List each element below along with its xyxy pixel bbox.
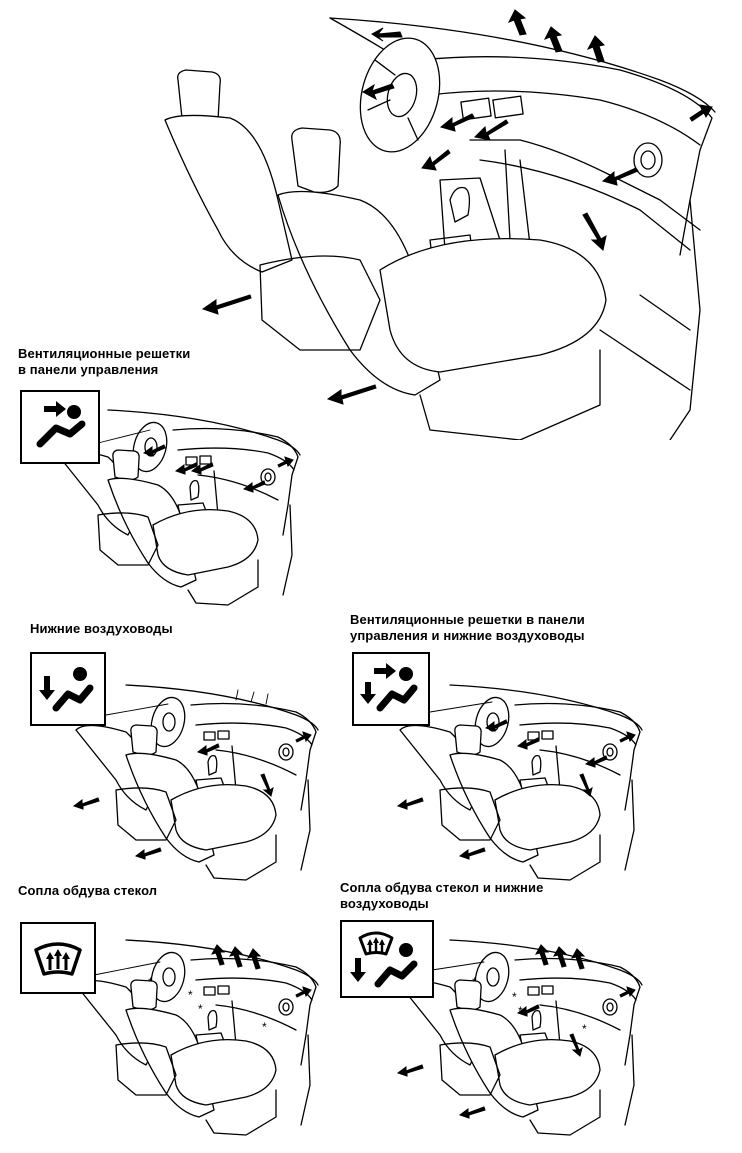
- face-vent-caption: Вентиляционные решетки в панели управлен…: [18, 346, 191, 377]
- asterisk-marker: *: [198, 1002, 203, 1016]
- asterisk-marker: *: [512, 990, 517, 1004]
- asterisk-marker: *: [582, 1022, 587, 1036]
- defrost-mode-icon: [20, 922, 96, 994]
- bilevel-vent-mode-icon: [352, 652, 430, 726]
- defrost-foot-mode-icon: [340, 920, 434, 998]
- bilevel-vent-caption: Вентиляционные решетки в панели управлен…: [350, 612, 585, 643]
- asterisk-marker: *: [262, 1020, 267, 1034]
- defrost-caption: Сопла обдува стекол: [18, 883, 158, 898]
- defrost-foot-caption: Сопла обдува стекол и нижние воздуховоды: [340, 880, 544, 911]
- foot-vent-caption: Нижние воздуховоды: [30, 621, 173, 636]
- asterisk-marker: *: [148, 975, 153, 989]
- asterisk-marker: *: [472, 975, 477, 989]
- foot-vent-mode-icon: [30, 652, 106, 726]
- main-cabin-illustration: [164, 9, 716, 440]
- face-vent-mode-icon: [20, 390, 100, 464]
- asterisk-marker: *: [188, 988, 193, 1002]
- airflow-arrow: [371, 27, 403, 42]
- asterisk-marker: *: [518, 1004, 523, 1018]
